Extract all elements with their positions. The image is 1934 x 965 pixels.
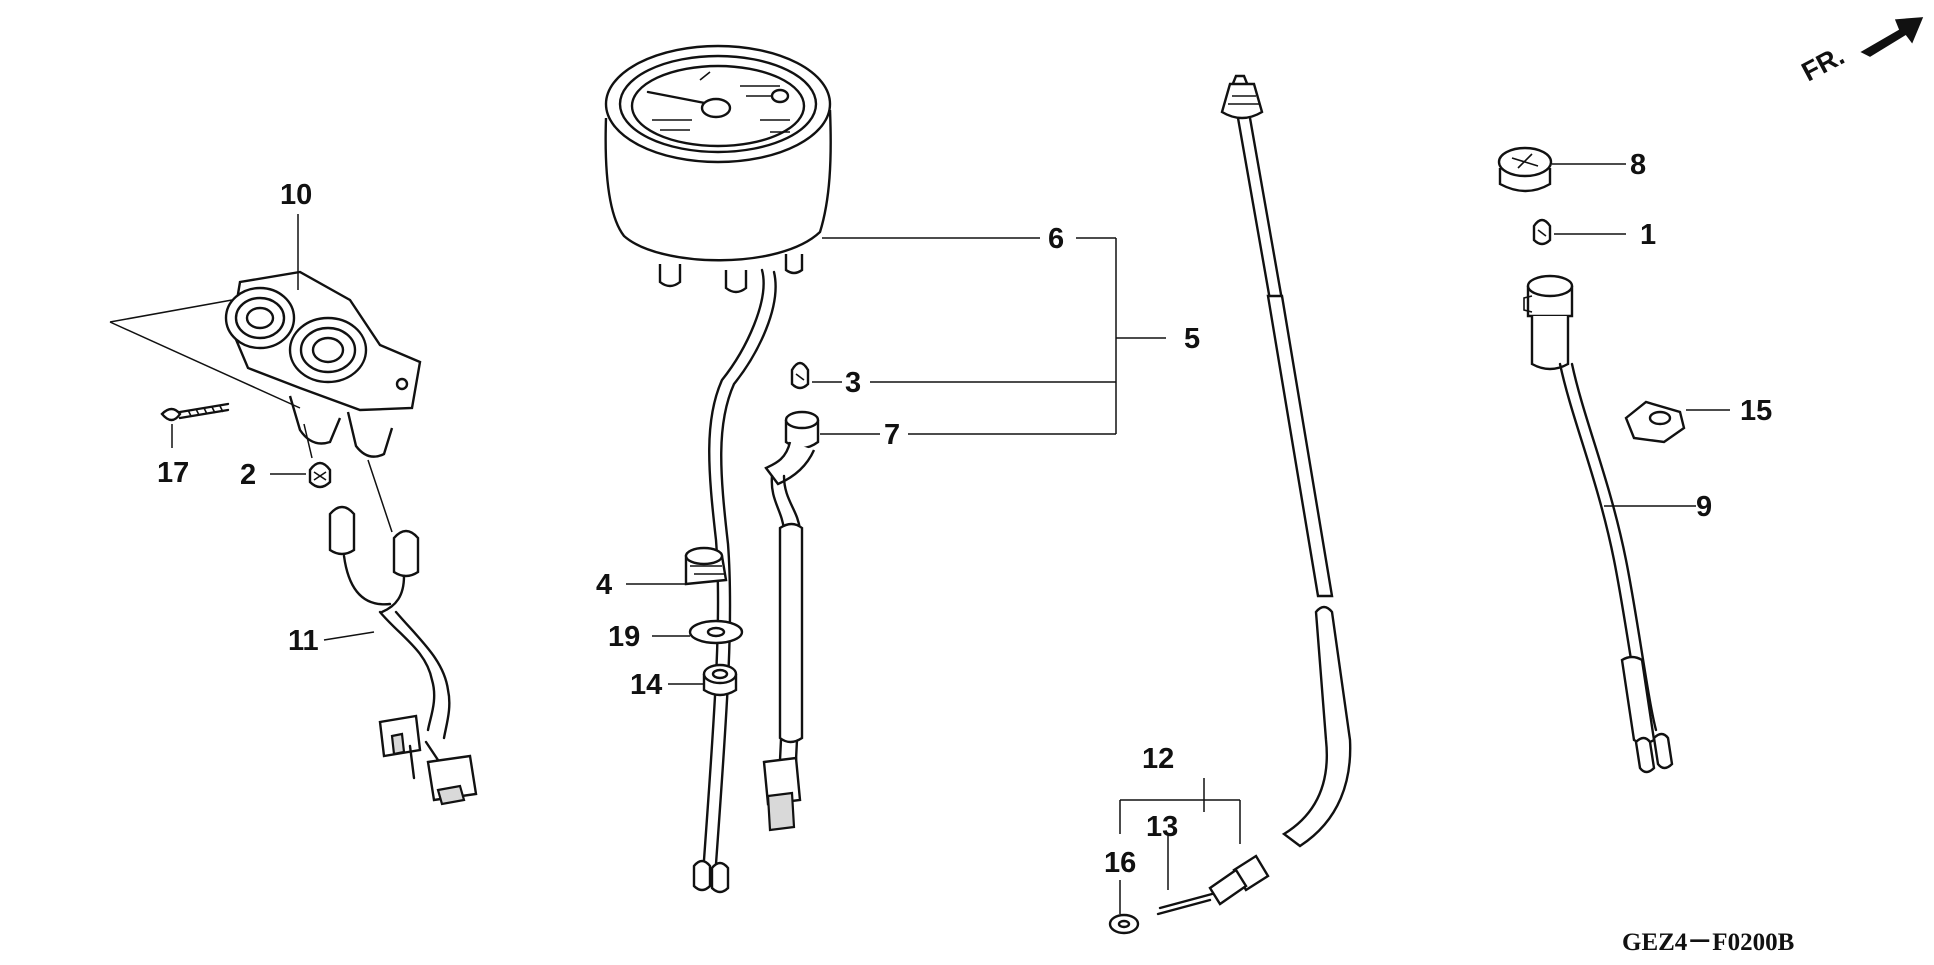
callout-19: 19: [608, 621, 640, 653]
callout-13: 13: [1146, 811, 1178, 843]
bulb-2: [308, 461, 332, 489]
callout-2: 2: [240, 459, 256, 491]
callout-6: 6: [1048, 223, 1064, 255]
callout-5: 5: [1184, 323, 1200, 355]
nut-14: [702, 663, 738, 697]
cap-8: [1497, 146, 1553, 193]
callout-14: 14: [630, 669, 662, 701]
meter-cable: [1156, 74, 1352, 916]
front-direction-indicator: FR.: [1797, 17, 1924, 87]
socket-7: [764, 410, 820, 486]
screw-17: [160, 402, 230, 422]
callout-9: 9: [1696, 491, 1712, 523]
callout-15: 15: [1740, 395, 1772, 427]
indicator-wire-harness: [328, 505, 478, 806]
arrow-right-icon: [1860, 17, 1924, 57]
socket-holder-9: [1523, 274, 1574, 371]
washer-19: [688, 619, 744, 645]
callout-4: 4: [596, 569, 612, 601]
bulb-1: [1532, 218, 1552, 246]
callout-17: 17: [157, 457, 189, 489]
meter-assembly: [604, 44, 832, 294]
washer-16: [1108, 913, 1140, 935]
callout-7: 7: [884, 419, 900, 451]
indicator-housing: [224, 270, 422, 458]
callout-10: 10: [280, 179, 312, 211]
callout-16: 16: [1104, 847, 1136, 879]
callout-1: 1: [1640, 219, 1656, 251]
grommet-4: [684, 546, 728, 586]
front-direction-label: FR.: [1797, 40, 1849, 87]
bulb-3: [790, 361, 810, 390]
clamp-15: [1624, 400, 1686, 444]
callout-12: 12: [1142, 743, 1174, 775]
callout-8: 8: [1630, 149, 1646, 181]
callout-3: 3: [845, 367, 861, 399]
callout-11: 11: [288, 625, 319, 657]
drawing-code: GEZ4－F0200B: [1622, 929, 1794, 956]
